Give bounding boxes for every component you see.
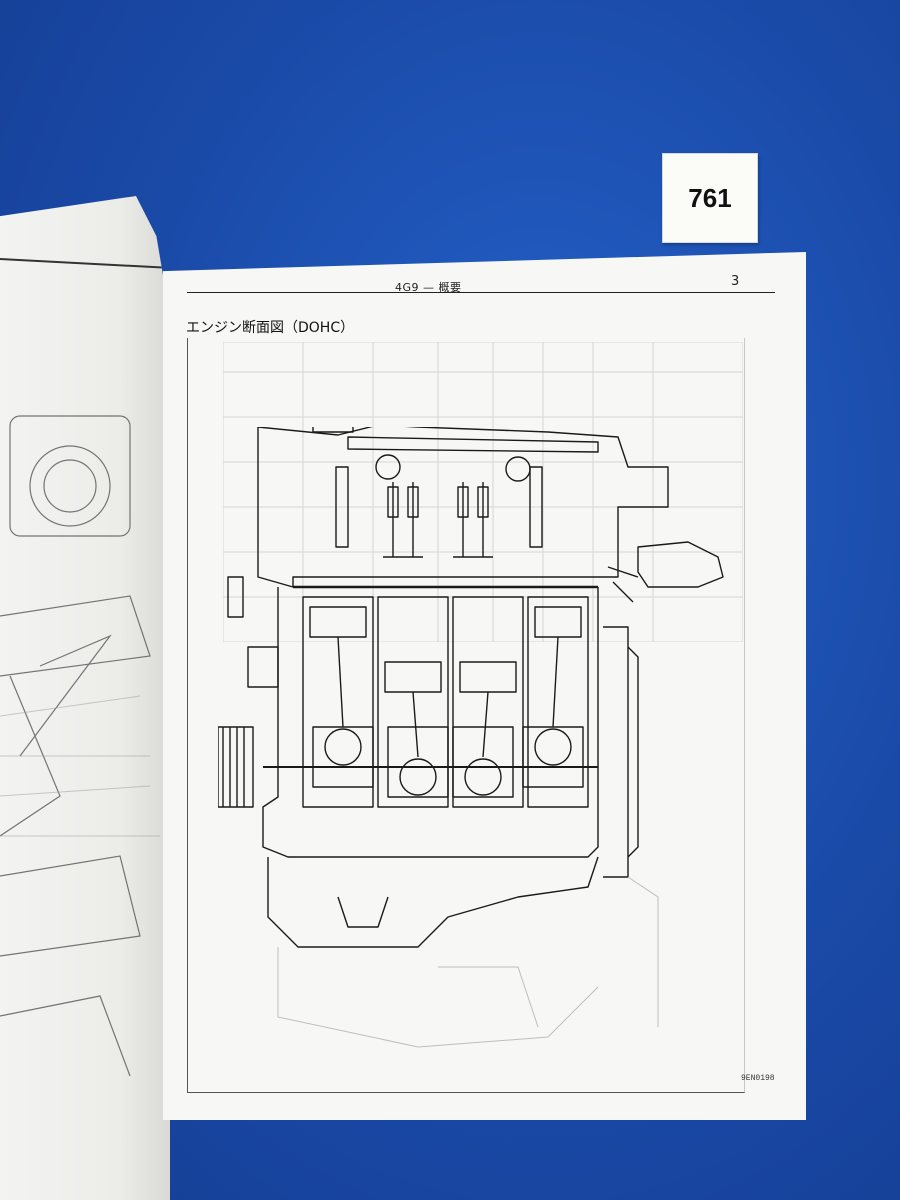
left-facing-page	[0, 196, 170, 1200]
running-head: 4G9 — 概要	[395, 281, 462, 294]
figure-code: 9EN0198	[741, 1074, 775, 1083]
engine-cross-section-diagram	[218, 427, 724, 1048]
header-rule	[187, 292, 775, 293]
figure-frame	[187, 338, 745, 1093]
section-title: エンジン断面図（DOHC）	[186, 320, 355, 336]
left-page-bleed-drawing	[0, 415, 160, 1077]
lot-number-tag: 761	[662, 153, 758, 243]
lot-number: 761	[688, 182, 732, 213]
manual-page: 4G9 — 概要 3 エンジン断面図（DOHC）	[163, 252, 806, 1120]
page-number: 3	[731, 274, 740, 289]
